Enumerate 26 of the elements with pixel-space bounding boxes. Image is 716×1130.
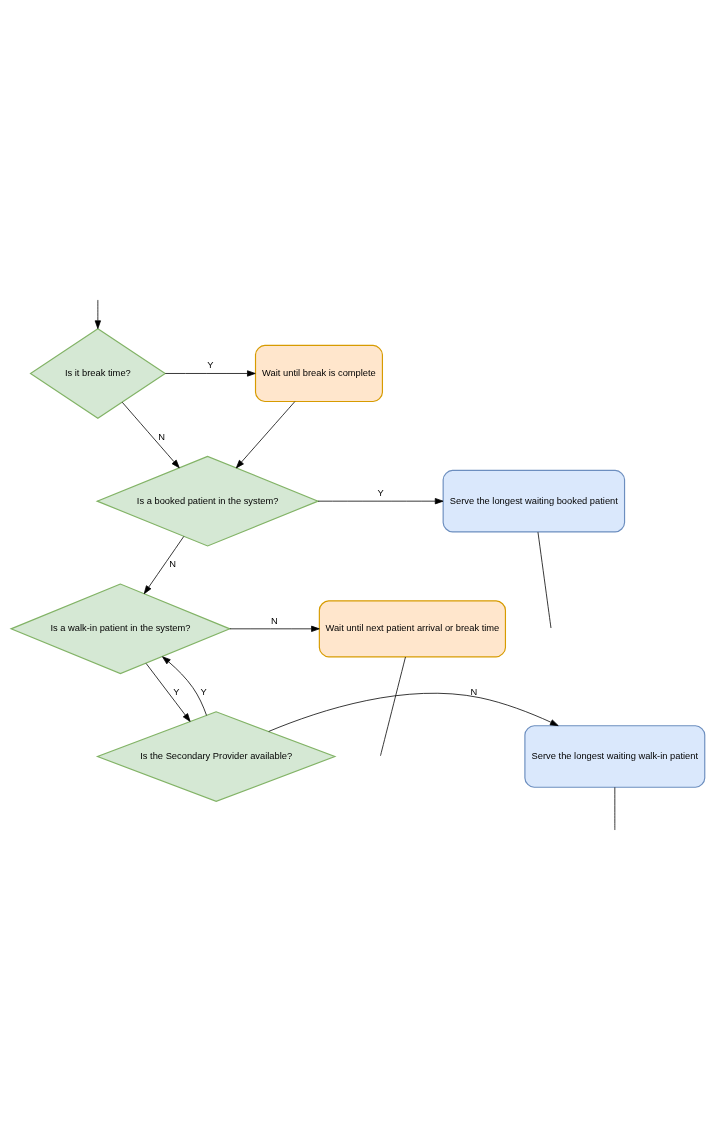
node-diamond: Is a booked patient in the system?: [95, 455, 320, 547]
arrow: [121, 401, 180, 469]
edge-label: N: [158, 431, 166, 442]
node-box: Wait until next patient arrival or break time: [318, 600, 507, 658]
arrow: [229, 625, 320, 632]
edge-label: Y: [377, 488, 384, 499]
arrow: [94, 299, 101, 329]
edge-label: Y: [173, 687, 180, 698]
connector: [380, 656, 406, 757]
arrow: [268, 693, 559, 732]
arrow: [317, 498, 444, 505]
edge-label: N: [271, 615, 278, 626]
node-box: Wait until break is complete: [254, 344, 383, 403]
arrow: [235, 401, 296, 469]
node-box: Serve the longest waiting walk-in patient: [524, 725, 706, 788]
arrow: [162, 656, 207, 716]
arrow: [165, 370, 256, 377]
edge-label: Y: [207, 360, 214, 371]
connector: [537, 531, 552, 629]
arrow: [145, 663, 191, 722]
edge-label: N: [470, 687, 478, 698]
node-box: Serve the longest waiting booked patient: [442, 469, 626, 533]
edge-label: Y: [200, 687, 207, 698]
arrow: [143, 536, 185, 595]
node-diamond: Is it break time?: [29, 328, 167, 419]
edge-label: N: [169, 559, 176, 570]
